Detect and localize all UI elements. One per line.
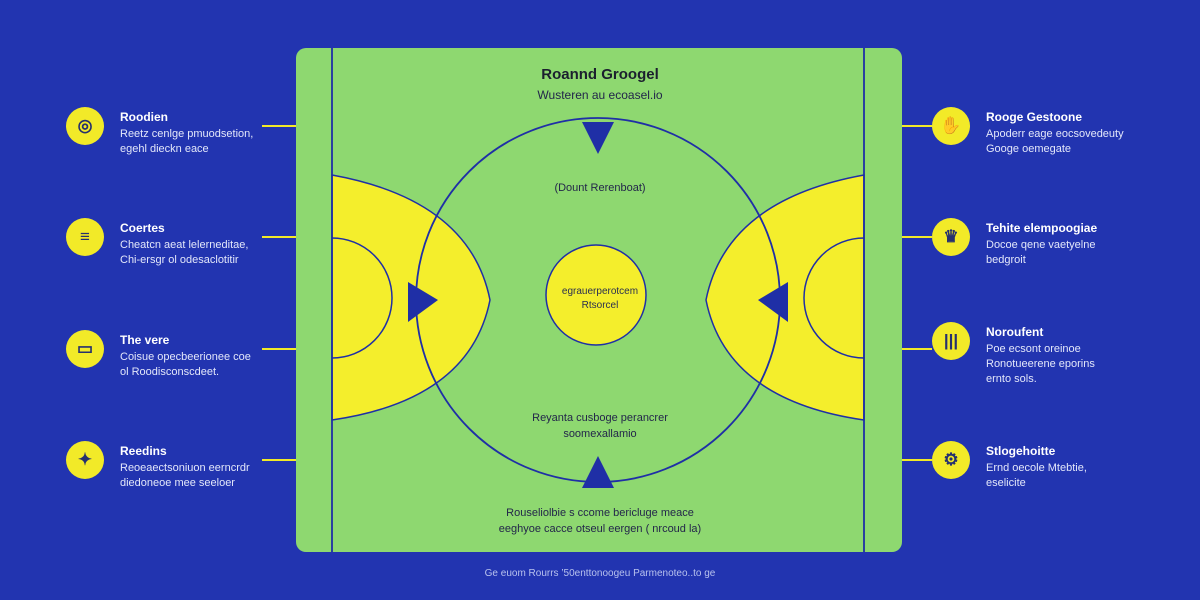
callout-desc-line: ol Roodisconscdeet. xyxy=(120,366,220,378)
center-spot-label: egrauerperotcem Rtsorcel xyxy=(545,285,655,313)
callout-desc-line: Googe oemegate xyxy=(986,143,1072,155)
callout-desc-line: bedgroit xyxy=(986,254,1026,266)
callout-title: Tehite elempoogiae xyxy=(986,221,1098,235)
callout-description: Coisue opecbeerionee coe ol Roodisconscd… xyxy=(120,350,251,380)
center-spot xyxy=(545,244,647,346)
callout-desc-line: Ronotueerene eporins xyxy=(986,358,1095,370)
court-subtitle: Wusteren au ecoasel.io xyxy=(537,88,663,102)
equals-icon: ≡ xyxy=(66,218,104,256)
callout-desc-line: Coisue opecbeerionee coe xyxy=(120,351,251,363)
callout-desc-line: Cheatcn aeat lelerneditae, xyxy=(120,239,249,251)
bottom-arrow xyxy=(582,456,614,488)
top-arrow xyxy=(582,122,614,154)
middle-zone-label: Reyanta cusboge perancrer soomexallamio xyxy=(470,410,730,442)
middle-label-line: soomexallamio xyxy=(563,428,637,440)
center-label-line: Rtsorcel xyxy=(581,300,619,311)
callout-desc-line: Apoderr eage eocsovedeuty xyxy=(986,128,1124,140)
callout-description: Apoderr eage eocsovedeuty Googe oemegate xyxy=(986,127,1124,157)
left-arrow xyxy=(408,282,438,322)
callout-desc-line: eselicite xyxy=(986,477,1026,489)
court-title: Roannd Groogel xyxy=(541,66,659,83)
callout-title: Stlogehoitte xyxy=(986,444,1056,458)
callout-desc-line: Reoeaectsoniuon eerncrdr xyxy=(120,462,250,474)
hands-icon: ✋ xyxy=(932,107,970,145)
center-label-line: egrauerperotcem xyxy=(561,286,639,297)
crown-icon: ♛ xyxy=(932,218,970,256)
callout-title: Rooge Gestoone xyxy=(986,110,1083,124)
callout-title: Coertes xyxy=(120,221,165,235)
callout-desc-line: Chi-ersgr ol odesaclotitir xyxy=(120,254,239,266)
callout-desc-line: egehl dieckn eace xyxy=(120,143,209,155)
callout-description: Cheatcn aeat lelerneditae, Chi-ersgr ol … xyxy=(120,238,248,268)
bottom-label-line: eeghyoe cacce otseul eergen ( nrcoud la) xyxy=(498,523,702,535)
callout-title: Reedins xyxy=(120,444,167,458)
footer-caption: Ge euom Rourrs ’50enttonoogeu Parmenoteo… xyxy=(484,568,716,579)
callout-description: Docoe qene vaetyelne bedgroit xyxy=(986,238,1095,268)
columns-icon: ||| xyxy=(932,322,970,360)
middle-label-line: Reyanta cusboge perancrer xyxy=(532,412,668,424)
callout-title: Noroufent xyxy=(986,325,1044,339)
gear-icon: ⚙ xyxy=(932,441,970,479)
right-arrow xyxy=(758,282,788,322)
bottom-zone-label: Rouseliolbie s ccome bericluge meace eeg… xyxy=(420,505,780,537)
callout-description: Ernd oecole Mtebtie, eselicite xyxy=(986,461,1087,491)
callout-desc-line: Docoe qene vaetyelne xyxy=(986,239,1096,251)
callout-desc-line: Ernd oecole Mtebtie, xyxy=(986,462,1087,474)
callout-title: The vere xyxy=(120,333,170,347)
callout-desc-line: diedoneoe mee seeloer xyxy=(120,477,235,489)
bottom-label-line: Rouseliolbie s ccome bericluge meace xyxy=(506,507,694,519)
target-icon: ◎ xyxy=(66,107,104,145)
left-half-circle xyxy=(331,237,393,359)
callout-desc-line: ernto sols. xyxy=(986,373,1037,385)
callout-desc-line: Poe ecsont oreinoe xyxy=(986,343,1081,355)
callout-description: Reetz cenlge pmuodsetion, egehl dieckn e… xyxy=(120,127,253,157)
callout-desc-line: Reetz cenlge pmuodsetion, xyxy=(120,128,254,140)
top-zone-label: (Dount Rerenboat) xyxy=(554,182,646,194)
callout-description: Reoeaectsoniuon eerncrdr diedoneoe mee s… xyxy=(120,461,250,491)
screen-icon: ▭ xyxy=(66,330,104,368)
right-half-circle xyxy=(803,237,865,359)
callout-description: Poe ecsont oreinoe Ronotueerene eporins … xyxy=(986,342,1095,387)
sparkle-icon: ✦ xyxy=(66,441,104,479)
callout-title: Roodien xyxy=(120,110,168,124)
